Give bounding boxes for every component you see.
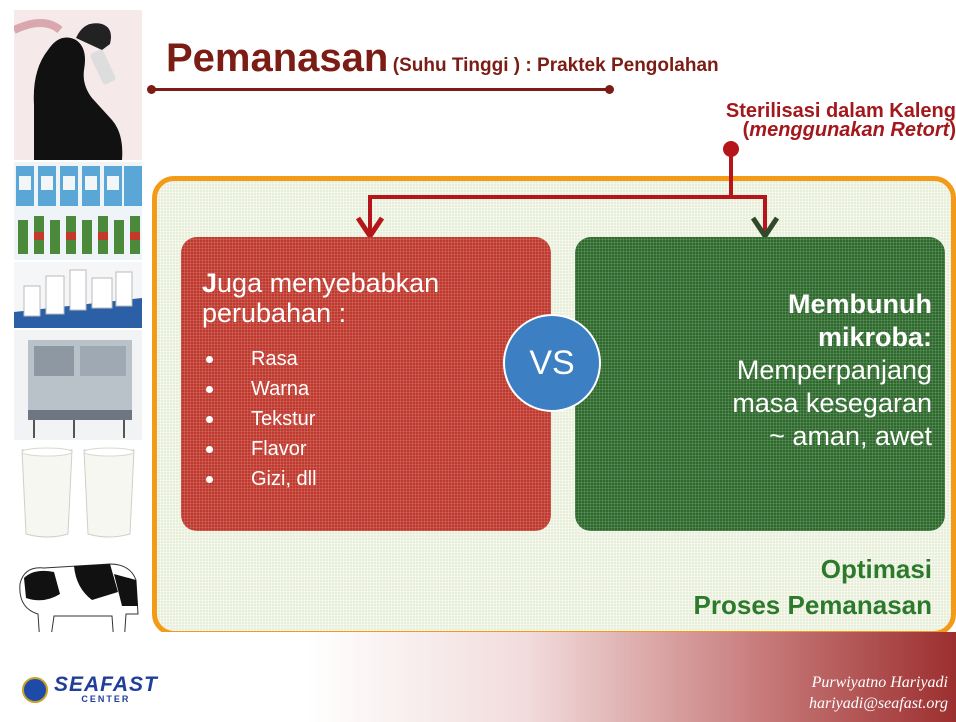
milk-cartons-image [14, 162, 142, 260]
effects-heading-line1: uga menyebabkan [217, 268, 440, 298]
logo-wordmark: SEAFAST CENTER [54, 673, 158, 704]
sterilization-line2-wrap: (menggunakan Retort) [636, 119, 956, 141]
milk-glasses-image [14, 442, 142, 542]
effect-label: Gizi, dll [251, 468, 317, 490]
effect-label: Warna [251, 378, 310, 400]
slide-title: Pemanasan (Suhu Tinggi ) : Praktek Pengo… [166, 36, 719, 81]
list-item: Gizi, dll [206, 464, 317, 494]
author-info: Purwiyatno Hariyadi hariyadi@seafast.org [809, 672, 948, 714]
effects-box [181, 237, 551, 531]
sterilization-open: ( [742, 119, 750, 141]
optimization-line1: Optimasi [820, 554, 932, 584]
footer-band [0, 632, 956, 722]
seafast-emblem-icon [22, 677, 48, 703]
author-email: hariyadi@seafast.org [808, 695, 948, 712]
author-name: Purwiyatno Hariyadi [811, 674, 948, 691]
sterilization-label: Sterilisasi dalam Kaleng (menggunakan Re… [636, 100, 956, 141]
milk-drinker-image [14, 10, 142, 160]
bullet-icon [206, 445, 213, 453]
sterilization-line2: menggunakan Retort [749, 119, 950, 141]
sterilization-close: ) [949, 119, 956, 141]
list-item: Flavor [206, 434, 317, 464]
packaging-image [14, 262, 142, 328]
optimization-label: Optimasi Proses Pemanasan [602, 551, 932, 623]
list-item: Tekstur [206, 404, 317, 434]
sterilization-line1: Sterilisasi dalam Kaleng [725, 100, 956, 122]
processing-machine-image [14, 330, 142, 440]
title-sub: (Suhu Tinggi ) : Praktek Pengolahan [392, 55, 719, 76]
bullet-icon [206, 355, 213, 363]
bullet-icon [206, 475, 213, 483]
benefits-bold-line2: mikroba: [817, 322, 932, 352]
seafast-logo: SEAFAST CENTER [22, 673, 158, 704]
effect-label: Rasa [251, 348, 298, 370]
underline-right-dot [605, 85, 614, 94]
benefits-text: Membunuh mikroba: Memperpanjang masa kes… [632, 288, 932, 453]
logo-text: SEAFAST [54, 673, 158, 696]
title-underline [151, 88, 610, 91]
effects-heading-line2: perubahan : [202, 298, 347, 328]
title-main: Pemanasan [166, 36, 389, 80]
effect-label: Flavor [251, 438, 307, 460]
effects-first-letter: J [202, 268, 218, 298]
benefits-line2: masa kesegaran [732, 388, 932, 418]
underline-left-dot [147, 85, 156, 94]
benefits-line3: ~ aman, awet [769, 421, 932, 451]
effects-list: Rasa Warna Tekstur Flavor Gizi, dll [206, 344, 317, 494]
vs-circle: VS [503, 314, 601, 412]
list-item: Rasa [206, 344, 317, 374]
benefits-line1: Memperpanjang [736, 355, 932, 385]
effect-label: Tekstur [251, 408, 316, 430]
effects-heading: Juga menyebabkan perubahan : [202, 268, 439, 328]
bullet-icon [206, 385, 213, 393]
benefits-box [575, 237, 945, 531]
logo-subtext: CENTER [81, 694, 131, 704]
benefits-bold-line1: Membunuh [788, 289, 932, 319]
optimization-line2: Proses Pemanasan [693, 590, 932, 620]
list-item: Warna [206, 374, 317, 404]
bullet-icon [206, 415, 213, 423]
